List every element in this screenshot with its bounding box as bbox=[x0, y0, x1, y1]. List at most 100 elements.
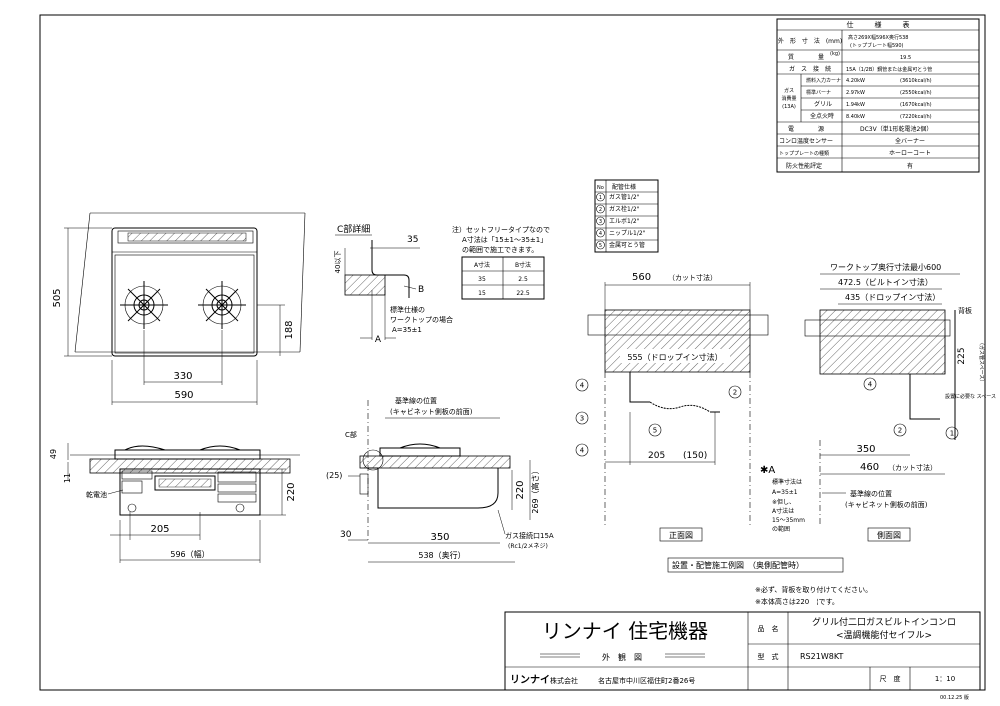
callout-number: 1 bbox=[950, 430, 954, 438]
dim-330: 330 bbox=[173, 371, 192, 382]
spec-value: 高さ269X幅596X奥行538 bbox=[848, 34, 908, 41]
dim-220b: 220 bbox=[515, 480, 526, 499]
pipe-row-spec: 金属可とう管 bbox=[609, 241, 645, 249]
dim-596: 596（幅） bbox=[170, 549, 209, 559]
spec-value: 19.5 bbox=[900, 55, 911, 61]
ab-cell: 22.5 bbox=[516, 290, 530, 297]
spec-value: (7220kcal/h) bbox=[900, 114, 932, 120]
std-dim-4: A寸法は bbox=[772, 507, 794, 515]
top-view: 505 188 330 590 bbox=[52, 212, 306, 405]
front-view-caption: 正面図 bbox=[669, 531, 693, 540]
reference-side-2: (キャビネット側板の前面) bbox=[845, 500, 928, 509]
spec-label: 外 形 寸 法 (mm) bbox=[778, 37, 842, 45]
dim-150: (150) bbox=[683, 451, 707, 461]
dim-49: 49 bbox=[49, 449, 58, 459]
gas-group-label: (13A) bbox=[782, 104, 796, 110]
spec-value: 4.20kW bbox=[846, 78, 865, 84]
date-code: 00.12.25 版 bbox=[940, 694, 969, 701]
pipe-row-number bbox=[596, 240, 605, 250]
spec-label: 燃料入力カーナ bbox=[806, 77, 841, 84]
ab-cell: 35 bbox=[478, 276, 486, 283]
ab-cell: 15 bbox=[478, 290, 486, 297]
dim-460: 460 bbox=[860, 462, 879, 473]
pipe-header-spec: 配管仕様 bbox=[612, 183, 636, 191]
dim-205b: 205 bbox=[648, 451, 665, 461]
note-mid: A寸法は「15±1～35±1」 bbox=[462, 235, 547, 244]
reference-side-1: 基準線の位置 bbox=[850, 489, 892, 498]
pipe-row-number bbox=[596, 204, 605, 214]
spec-value: ホーローコート bbox=[889, 150, 931, 157]
callout-number: 5 bbox=[653, 427, 657, 435]
ab-header-a: A寸法 bbox=[474, 261, 490, 269]
dim-30: 30 bbox=[340, 530, 352, 540]
callout-bubble bbox=[575, 443, 589, 457]
spacing-label: 設置に必要な スペース bbox=[945, 393, 996, 400]
spec-table: 仕 様 表 外 形 寸 法 (mm) 高さ269X幅596X奥行538 (トップ… bbox=[776, 18, 980, 173]
company-logo: リンナイ bbox=[510, 674, 550, 686]
pipe-row-spec: ガス栓1/2" bbox=[609, 205, 640, 213]
spec-label: ガ ス 接 続 bbox=[789, 65, 831, 73]
callout-number: 4 bbox=[580, 447, 585, 455]
callout-bubble bbox=[728, 385, 742, 399]
dim-435: 435（ドロップイン寸法） bbox=[845, 292, 940, 302]
install-side-view: ワークトップ奥行寸法最小600 472.5（ビルトイン寸法） 435（ドロップイ… bbox=[760, 262, 996, 542]
std-dim-1: 標準寸法は bbox=[772, 478, 802, 486]
spec-title: 仕 様 表 bbox=[847, 20, 910, 29]
ab-header-b: B寸法 bbox=[515, 261, 531, 269]
spec-value: 有 bbox=[907, 162, 913, 170]
spec-label: コンロ温度センサー bbox=[779, 137, 833, 145]
note-bot: の範囲で施工できます。 bbox=[462, 245, 538, 254]
front-elevation: 49 11 乾電池 220 205 596（幅） bbox=[49, 443, 300, 563]
spec-value: 全バーナー bbox=[895, 137, 925, 145]
dim-269: 269（高さ） bbox=[530, 466, 540, 513]
name-label: 品 名 bbox=[758, 624, 779, 633]
model-number: RS21W8KT bbox=[800, 652, 843, 661]
dim-590: 590 bbox=[174, 390, 193, 401]
spec-label: 質 量 bbox=[788, 53, 824, 61]
star-a: ✱A bbox=[760, 465, 775, 476]
callout-bubble bbox=[945, 426, 959, 440]
dim-350a: 350 bbox=[430, 532, 449, 543]
callout-number: 2 bbox=[898, 427, 902, 435]
callout-bubble bbox=[893, 423, 907, 437]
title-block: リンナイ 住宅機器 外 観 図 リンナイ 株式会社 名古屋市中川区福住町2番26… bbox=[504, 611, 981, 691]
pipe-row-number-label: 5 bbox=[599, 243, 602, 249]
spec-label: 防火性能評定 bbox=[786, 162, 822, 170]
scale-value: 1：10 bbox=[935, 675, 955, 683]
dim-505: 505 bbox=[52, 288, 63, 307]
dim-35: 35 bbox=[407, 235, 418, 245]
dim-560: 560 bbox=[632, 272, 651, 283]
std-dim-5: 15～35mm bbox=[772, 517, 805, 524]
dim-40: 40以下 bbox=[334, 251, 342, 274]
back-plate-label: 背板 bbox=[958, 306, 972, 315]
must-note-1: ※必ず、背板を取り付けてください。 bbox=[755, 585, 872, 594]
dim-205a: 205 bbox=[150, 524, 169, 535]
spec-label: 全点火時 bbox=[810, 112, 834, 120]
gas-conn-1: ガス接続口15A bbox=[505, 531, 554, 540]
dim-A: A bbox=[375, 335, 382, 345]
gas-group-label: ガス bbox=[784, 87, 794, 94]
dim-11: 11 bbox=[63, 473, 72, 483]
reference-2: (キャビネット側板の前面) bbox=[390, 407, 473, 416]
dim-25: (25) bbox=[326, 471, 342, 480]
callout-bubble bbox=[863, 377, 877, 391]
callout-bubble bbox=[575, 378, 589, 392]
spec-value: 2.97kW bbox=[846, 90, 865, 96]
c-detail: C部詳細 35 40以下 A B 標準仕様の ワークトップの場合 A=35±1 bbox=[334, 223, 453, 345]
standard-top: 標準仕様の bbox=[390, 305, 425, 314]
pipe-row-number-label: 4 bbox=[599, 231, 602, 237]
callout-number: 2 bbox=[733, 389, 737, 397]
callout-number: 4 bbox=[868, 381, 873, 389]
pipe-row-number bbox=[596, 228, 605, 238]
side-elevation: 基準線の位置 (キャビネット側板の前面) C部 (25) 30 350 538（… bbox=[326, 396, 554, 563]
std-dim-3: ※但し、 bbox=[772, 498, 795, 506]
product-name-1: グリル付二口ガスビルトインコンロ bbox=[812, 616, 956, 628]
dim-472: 472.5（ビルトイン寸法） bbox=[838, 277, 933, 287]
scale-label: 尺 度 bbox=[880, 674, 901, 683]
burner-right bbox=[198, 281, 246, 329]
callout-number: 4 bbox=[580, 382, 585, 390]
install-example-caption: 設置・配管施工例図 （奥側配管時） bbox=[672, 560, 804, 570]
